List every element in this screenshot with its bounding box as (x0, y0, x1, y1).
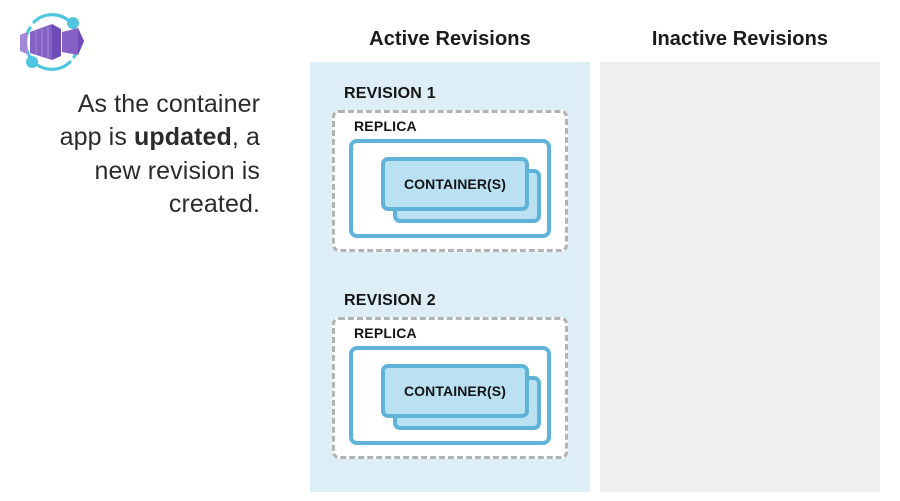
active-revisions-heading: Active Revisions (369, 28, 531, 50)
replica-container: REPLICA CONTAINER(S) (332, 110, 568, 252)
caption-line-2-pre: app is (59, 123, 134, 152)
revision-block[interactable]: REVISION 1 REPLICA CONTAINER(S) (332, 84, 568, 252)
replica-frame: CONTAINER(S) (349, 139, 551, 238)
replica-frame: CONTAINER(S) (349, 346, 551, 445)
replica-label: REPLICA (354, 118, 417, 134)
replica-container: REPLICA CONTAINER(S) (332, 317, 568, 459)
azure-container-apps-logo-icon (14, 10, 90, 76)
container-label: CONTAINER(S) (403, 176, 507, 192)
revision-block[interactable]: REVISION 2 REPLICA CONTAINER(S) (332, 291, 568, 459)
container-card-front: CONTAINER(S) (381, 364, 529, 418)
container-label: CONTAINER(S) (403, 383, 507, 399)
caption-line-3: new revision is (94, 156, 260, 185)
active-revisions-panel: REVISION 1 REPLICA CONTAINER(S) REVISION… (310, 62, 590, 492)
revision-title: REVISION 1 (344, 85, 436, 102)
inactive-revisions-panel (600, 62, 880, 492)
caption-line-2-post: , a (231, 123, 260, 152)
caption-text: As the container app is updated, a new r… (20, 88, 260, 221)
container-card-front: CONTAINER(S) (381, 157, 529, 211)
left-explanation-column: As the container app is updated, a new r… (0, 0, 300, 501)
revision-title: REVISION 2 (344, 292, 436, 309)
caption-line-4: created. (168, 189, 260, 218)
replica-label: REPLICA (354, 325, 417, 341)
caption-line-1: As the container (77, 90, 260, 118)
caption-line-2-bold: updated (133, 123, 232, 152)
inactive-revisions-heading: Inactive Revisions (651, 28, 829, 50)
